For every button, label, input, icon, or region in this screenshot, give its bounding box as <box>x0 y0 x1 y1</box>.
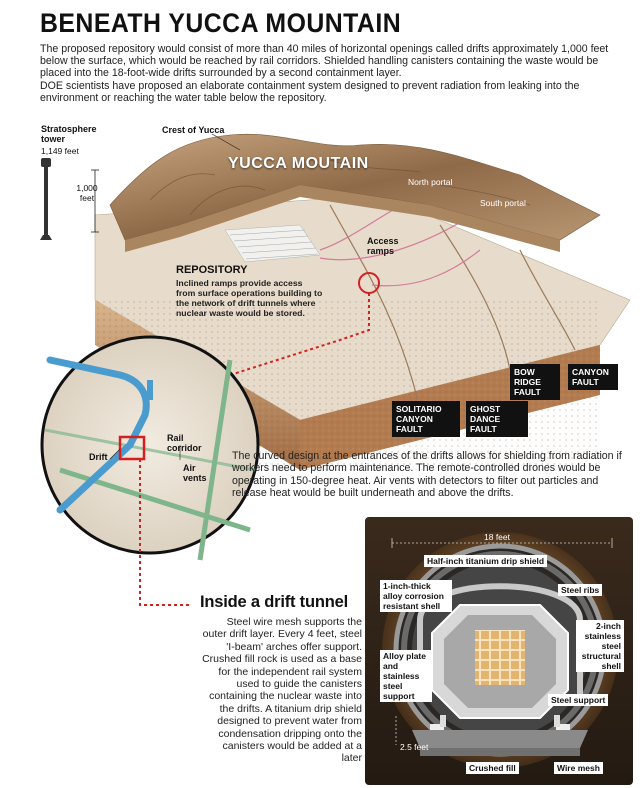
depth-bracket <box>91 169 99 233</box>
fault-label-canyon: CANYON FAULT <box>568 364 618 390</box>
fault-line <box>519 249 576 351</box>
air-vents-label: Air vents <box>183 463 207 483</box>
mountain-surface <box>109 133 601 241</box>
tunnel-title: Inside a drift tunnel <box>200 593 348 611</box>
fault-label-bow-ridge: BOW RIDGE FAULT <box>510 364 560 400</box>
crest-label: Crest of Yucca <box>162 125 225 135</box>
zoom-leader <box>139 459 190 606</box>
page-title: BENEATH YUCCA MOUNTAIN <box>40 8 402 38</box>
south-portal-label: South portal <box>480 198 526 208</box>
width-label: 18 feet <box>484 532 510 542</box>
mountain-ridges <box>149 159 531 216</box>
steel-support-label: Steel support <box>548 694 609 706</box>
access-ramp <box>371 249 481 287</box>
intro-paragraph: The proposed repository would consist of… <box>40 43 630 104</box>
alloy-plate-label: Alloy plate and stainless steel support <box>380 650 432 702</box>
repository-text: Inclined ramps provide access from surfa… <box>176 278 323 318</box>
rail-corridor-label: Rail corridor <box>167 433 202 453</box>
fault-line <box>439 224 511 371</box>
stainless-shell-label: 2-inch stainless steel structural shell <box>576 620 624 672</box>
wire-mesh-label: Wire mesh <box>554 762 603 774</box>
tower-label-text: Stratosphere tower <box>41 124 97 144</box>
access-ramps-label: Access ramps <box>367 236 399 256</box>
fault-label-solitario: SOLITARIO CANYON FAULT <box>392 401 460 437</box>
steel-ribs-label: Steel ribs <box>558 584 603 596</box>
fault-line <box>329 204 421 411</box>
fault-label-ghost-dance: GHOST DANCE FAULT <box>466 401 528 437</box>
drift-label: Drift <box>89 452 108 462</box>
crest-leader <box>211 133 241 151</box>
mountain-side <box>125 185 560 252</box>
alloy-shell-label: 1-inch-thick alloy corrosion resistant s… <box>380 580 452 612</box>
repository-grid <box>224 224 321 263</box>
zoom-circle <box>40 335 260 561</box>
tower-height: 1,149 feet <box>41 146 79 156</box>
repository-heading: REPOSITORY <box>176 264 248 276</box>
tunnel-text: Steel wire mesh supports the outer drift… <box>202 616 362 765</box>
rail-gap-label: 2.5 feet <box>400 742 429 752</box>
marker-leader <box>119 293 370 411</box>
depth-label: 1,000 feet <box>76 183 98 203</box>
intro-text: The proposed repository would consist of… <box>40 43 609 104</box>
tower-label: Stratosphere tower <box>41 124 101 144</box>
mountain-title: YUCCA MOUTAIN <box>228 155 369 172</box>
drip-shield-label: Half-inch titanium drip shield <box>424 555 548 567</box>
north-portal-label: North portal <box>408 177 453 187</box>
crushed-fill-label: Crushed fill <box>466 762 519 774</box>
stratosphere-tower-icon <box>40 158 52 240</box>
curved-design-text: The curved design at the entrances of th… <box>232 450 622 499</box>
